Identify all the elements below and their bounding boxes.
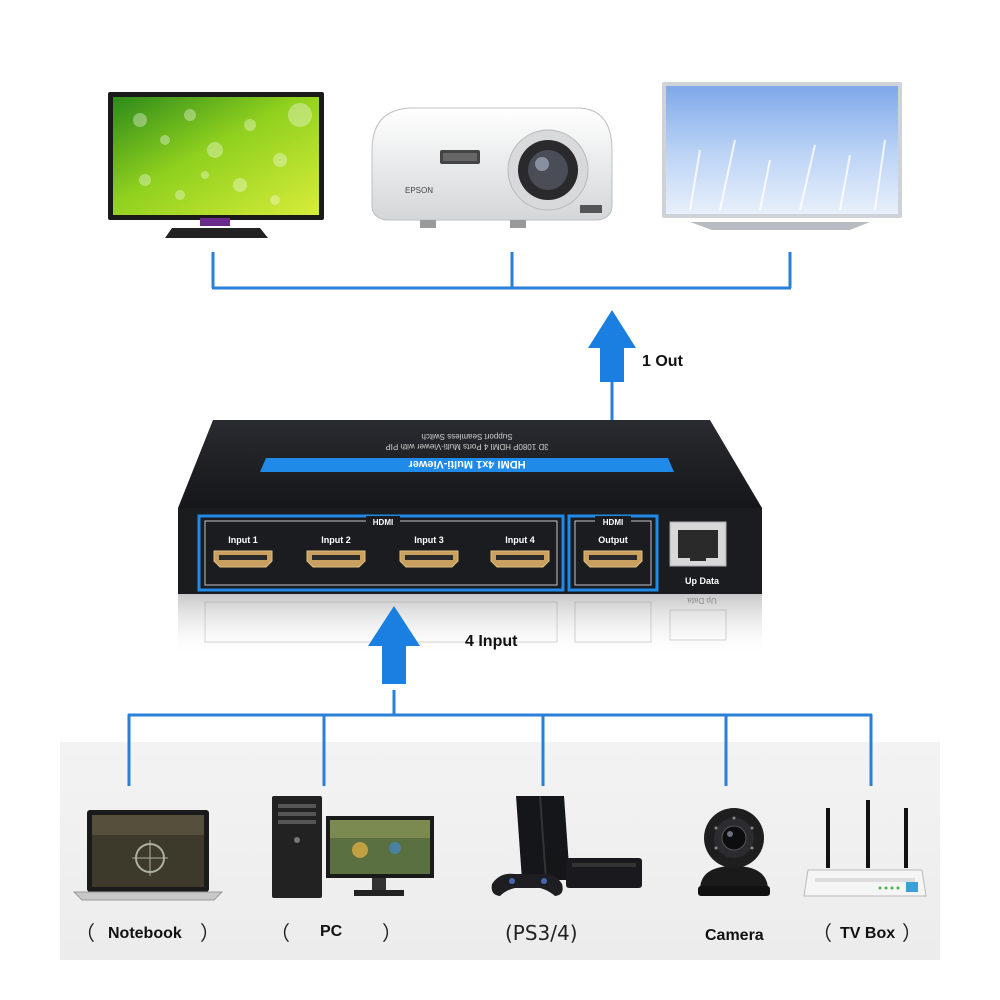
device-stripe-title: HDMI 4x1 Multi-Viewer	[408, 458, 526, 470]
input-4-label: Input 4	[505, 535, 535, 545]
notebook-paren-close: ）	[200, 921, 220, 945]
input-1-label: Input 1	[228, 535, 258, 545]
notebook-paren-open: （	[75, 921, 95, 945]
updata-reflection: Up Data	[687, 596, 717, 605]
output-arrow	[588, 310, 636, 382]
console-label: (PS3/4)	[505, 921, 578, 945]
output-port-label: Output	[598, 535, 628, 545]
monitor-icon	[662, 82, 902, 230]
multiviewer-device: HDMI 4x1 Multi-Viewer 3D 1080P HDMI 4 Po…	[178, 420, 762, 658]
projector-brand: EPSON	[405, 186, 433, 195]
input-arrow	[368, 606, 420, 684]
hdmi-port-icon	[490, 550, 550, 568]
input-group-label: HDMI	[373, 518, 393, 527]
router-icon	[803, 800, 927, 897]
pc-icon	[272, 796, 434, 898]
input-3-label: Input 3	[414, 535, 444, 545]
console-icon	[491, 795, 642, 896]
camera-label: Camera	[705, 927, 764, 944]
device-top-line-2: Support Seamless Switch	[421, 432, 512, 441]
camera-icon	[698, 808, 770, 896]
tvbox-paren-open: （	[812, 921, 832, 945]
tv-icon	[108, 92, 324, 238]
notebook-icon	[72, 810, 224, 901]
tvbox-paren-close: ）	[902, 921, 922, 945]
hdmi-port-icon	[399, 550, 459, 568]
pc-label: PC	[320, 923, 343, 940]
input-connector	[127, 690, 873, 786]
ethernet-port-icon	[669, 521, 727, 567]
tvbox-label: TV Box	[840, 925, 895, 942]
hdmi-port-icon	[306, 550, 366, 568]
output-group-label: HDMI	[603, 518, 623, 527]
pc-paren-close: ）	[382, 921, 402, 945]
notebook-label: Notebook	[108, 925, 182, 942]
output-label: 1 Out	[642, 353, 684, 370]
input-label: 4 Input	[465, 633, 518, 650]
updata-label: Up Data	[685, 576, 720, 586]
hdmi-port-icon	[583, 550, 643, 568]
device-top-line-1: 3D 1080P HDMI 4 Ports Multi-Viewer with …	[385, 442, 548, 451]
input-2-label: Input 2	[321, 535, 351, 545]
hdmi-port-icon	[213, 550, 273, 568]
pc-paren-open: （	[270, 921, 290, 945]
projector-icon: EPSON	[371, 107, 613, 228]
